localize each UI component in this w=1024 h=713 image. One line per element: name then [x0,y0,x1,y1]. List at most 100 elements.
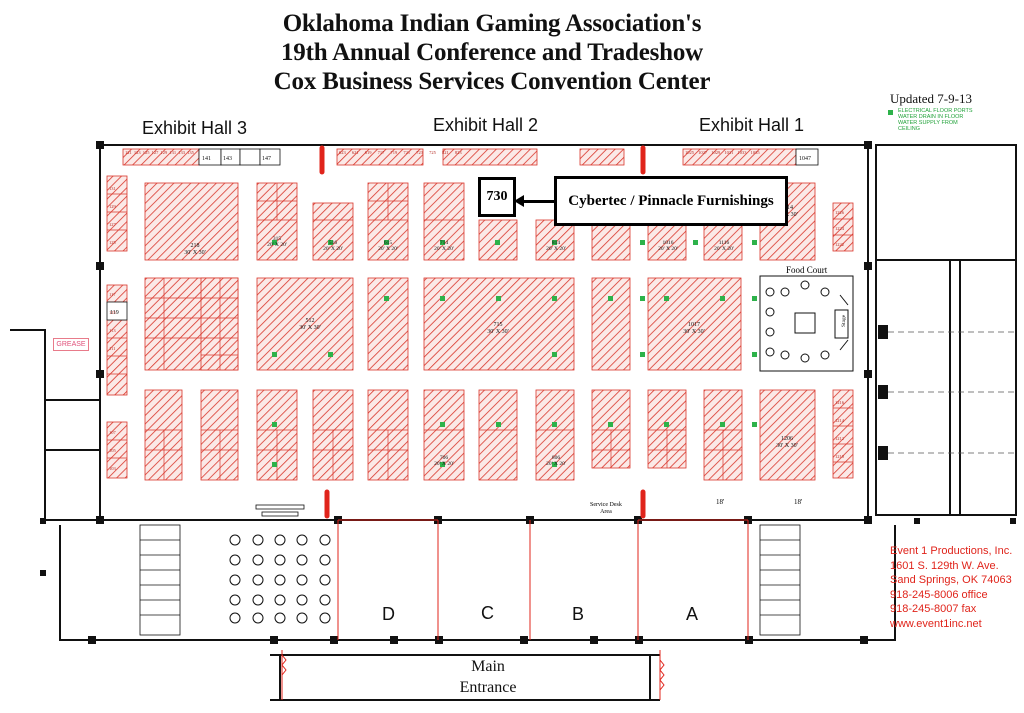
booth-number: 1031 [724,150,738,155]
stage-label: Stage [841,314,847,327]
lobby-tables [229,534,331,624]
hall-dividers [319,145,646,519]
booth-number: 721 [403,150,417,155]
booth-number: 131 [169,150,179,155]
hall-3-label: Exhibit Hall 3 [142,118,248,138]
booth-number: 823 [454,150,462,155]
left-side-booths [106,175,128,479]
food-court [759,275,854,372]
booth-1047: 1047 [799,156,811,162]
row1-booths [144,182,816,261]
booth-number: 1212 [835,436,844,441]
booth-number: 125 [109,240,116,245]
title-line-2: 19th Annual Conference and Tradeshow [280,39,704,66]
booth-number: 1226 [835,210,844,215]
wall-columns [40,141,1016,644]
booth-number: 821 [442,150,455,155]
exhibitor-callout[interactable]: Cybertec / Pinnacle Furnishings [554,176,788,226]
booth-number: 129 [109,204,116,209]
section-d-label: D [382,604,395,624]
legend-port-icon [888,110,893,115]
booth-number: 1025 [685,150,699,155]
booth-number: 1216 [835,400,844,405]
booth-number: 723 [416,150,430,155]
booth-number: 113 [109,328,116,333]
top-row-labels: 141 143 147 1047 [202,156,811,162]
booth-number: 133 [178,150,188,155]
highlighted-booth[interactable]: 730 [478,177,516,217]
booth-number: 107 [109,430,116,435]
stairs [139,504,801,636]
hall3-top-booths: 121 123 125 127 129 131 133 135 [125,150,200,164]
title-line-1: Oklahoma Indian Gaming Association's [282,10,702,37]
booth-number: 121 [125,150,134,155]
booth-number: 1029 [711,150,725,155]
address-line-1: 1601 S. 129th W. Ave. [890,559,999,572]
booth-number: 1033 [737,150,751,155]
fax-number: 918-245-8007 fax [890,603,977,616]
hall1-top-booths: 1025 1027 1029 1031 1033 1035 [685,150,795,164]
grease-label: GREASE [53,338,89,351]
building-walls [10,144,1017,701]
section-a-label: A [686,604,699,624]
booth-number: 129 [160,150,170,155]
booth-number: 621 [351,150,365,155]
legend-text: ELECTRICAL FLOOR PORTS WATER DRAIN IN FL… [898,108,973,132]
food-court-label: Food Court [786,265,828,275]
booth-number: 1222 [835,242,844,247]
booth-number: 111 [109,346,116,351]
hall-1-label: Exhibit Hall 1 [699,115,805,135]
entrance-doors [281,654,665,691]
booth-number: 719 [390,150,404,155]
hall2-top-booths: 623 621 619 717 719 721 723 725 821 823 [339,150,624,164]
annex-partitions [888,331,1016,454]
company-name: Event 1 Productions, Inc. [890,545,1013,557]
dimension-right: 18' [794,498,803,506]
callout-arrow-line [522,200,556,203]
booth-number: 127 [151,150,161,155]
lobby-dividers [281,519,749,700]
booth-number: 1210 [835,454,844,459]
arrow-left-icon [514,195,524,207]
row2-booths [144,277,742,371]
left-top-side-booths: 131 129 127 125 [109,180,126,252]
booth-number: 725 [429,150,442,155]
booth-number: 123 [133,150,143,155]
booth-subdivisions [107,183,853,480]
top-row-white-booths [198,148,819,166]
booth-number: 623 [339,150,352,155]
dimension-left: 18' [716,498,725,506]
title-line-3: Cox Business Services Convention Center [273,68,711,95]
booth-119 [106,301,128,321]
booth-number: 127 [109,222,116,227]
booth-number: 717 [377,150,391,155]
floor-port-icons [272,240,757,467]
website-link[interactable]: www.event1inc.net [890,617,982,630]
booth-number: 1035 [750,150,760,155]
booth-number: 135 [187,150,194,155]
phone-number: 918-245-8006 office [890,588,988,601]
row3-booths [144,389,816,481]
booth-number: 1027 [698,150,712,155]
contact-info: Event 1 Productions, Inc. 1601 S. 129th … [890,544,1012,632]
booth-147: 147 [262,156,271,162]
booth-number: 131 [109,186,116,191]
hall-2-label: Exhibit Hall 2 [433,115,539,135]
booth-143: 143 [223,156,232,162]
right-side-booths [832,202,854,479]
booth-number: 125 [142,150,152,155]
updated-date: Updated 7-9-13 [890,91,972,106]
